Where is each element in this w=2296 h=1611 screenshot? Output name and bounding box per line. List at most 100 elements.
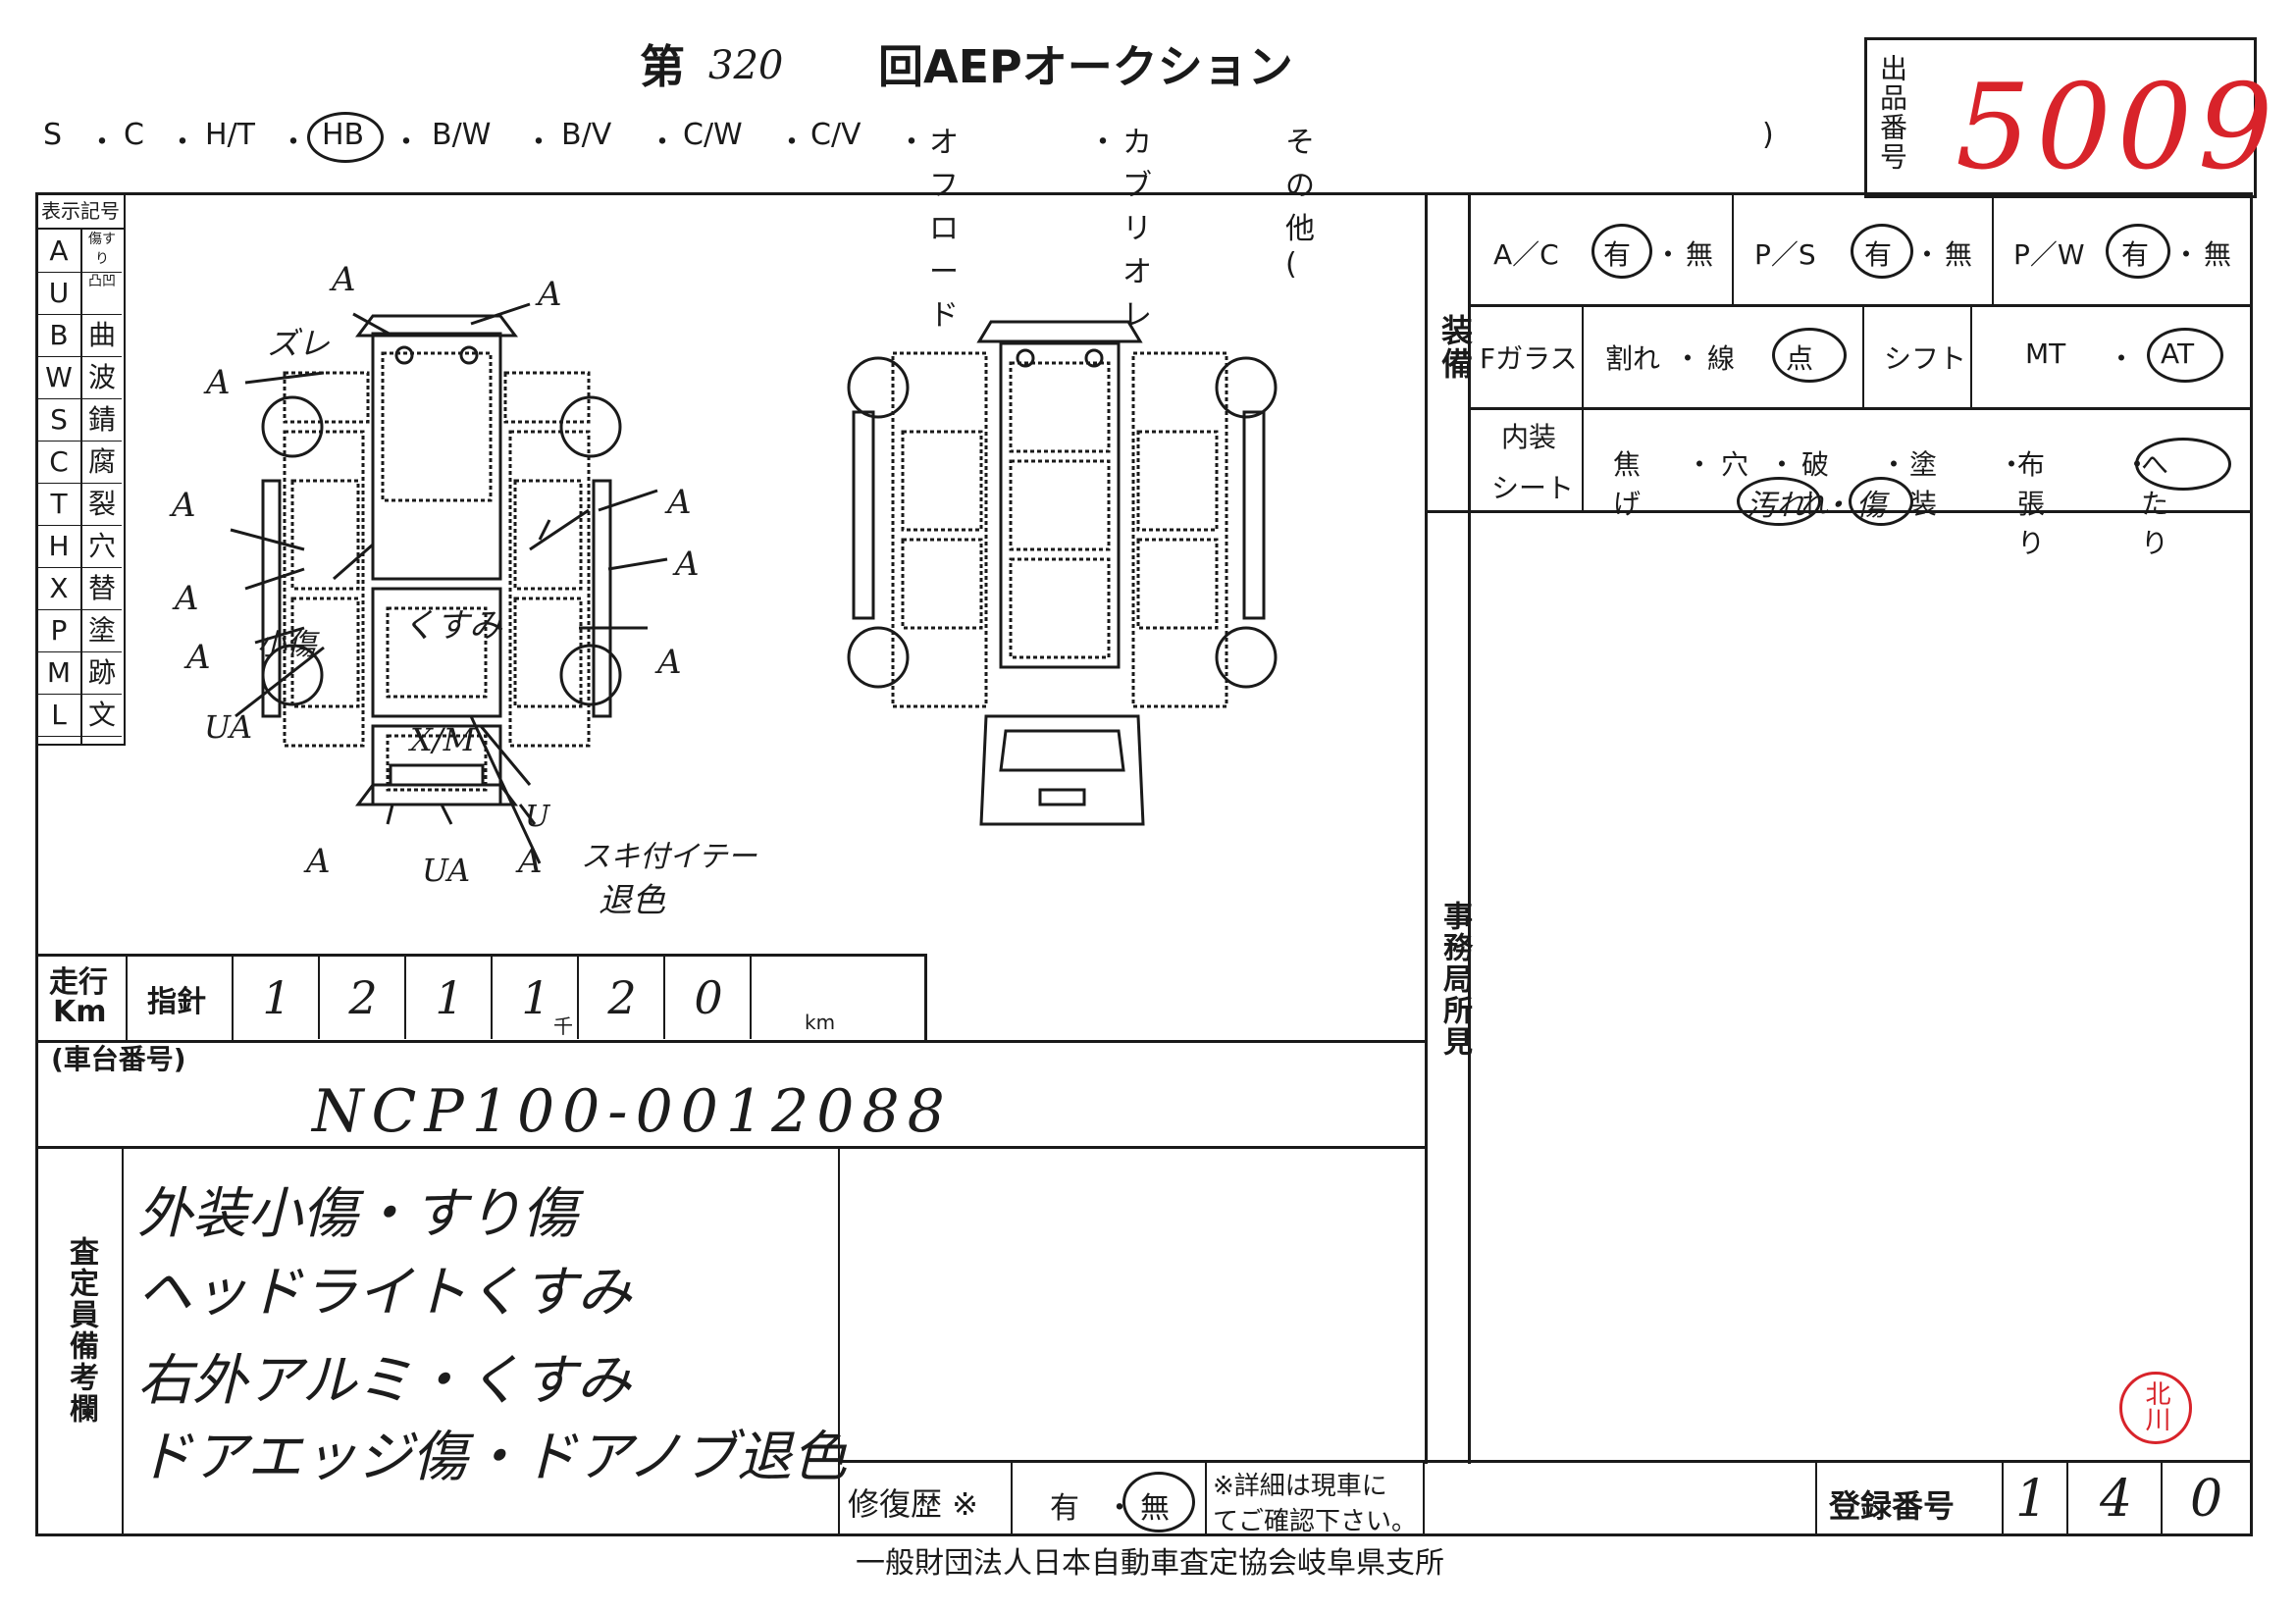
ps-label: P／S [1754,238,1816,271]
scratch-circle [1849,477,1913,526]
note-u: U [525,800,550,834]
dirt-circle [1737,477,1821,526]
body-type-ht: H/T [205,118,255,152]
km-marker: km [805,1011,836,1034]
remark-line: 右外アルミ・くすみ [137,1349,632,1413]
note-a: A [675,545,700,584]
registration-digit: 0 [2190,1470,2223,1529]
equipment-label: 装備 [1436,314,1474,381]
legend-meaning: 文 [87,699,116,731]
sep: ・ [1998,448,2026,481]
legend-code: P [50,614,68,647]
note-a: A [172,486,196,525]
interior-label: 内装 [1501,421,1557,453]
seat-label: シート [1491,472,1575,504]
legend-meaning: 跡 [87,656,116,689]
odometer-digit: 2 [577,957,665,1039]
title-prefix: 第 [640,40,685,93]
footer-organization: 一般財団法人日本自動車査定協会岐阜県支所 [856,1546,1444,1581]
odometer-digit: 0 [663,957,752,1039]
note-zure: ズレ [267,325,331,362]
repair-no-circle [1122,1472,1195,1533]
pw-sep: ・ [2172,238,2201,271]
note-a: A [306,842,331,881]
sep: ・ [1880,448,1908,481]
sheet-frame [35,192,2253,1536]
note-small-scratch: 小傷 [257,628,316,662]
interior-hole: 穴 [1721,448,1749,481]
odometer-digit: 1 [232,957,320,1039]
repair-note: ※詳細は現車に [1213,1472,1387,1501]
lot-number-box: 出品番号 5009 [1864,37,2272,198]
legend-meaning: 凸凹 [88,274,116,289]
odometer-unit: Km [53,995,107,1029]
ps-sep: ・ [1913,238,1942,271]
body-type-s: S [43,118,63,152]
sep: ・ [279,126,308,160]
note-ua: UA [422,852,471,889]
legend-meaning: 替 [87,572,116,604]
damage-diagram [230,302,1278,864]
pw-label: P／W [2013,238,2085,271]
legend-box: 表示記号 [37,194,126,746]
ac-yes-circle [1592,224,1652,279]
ac-label: A／C [1493,238,1559,271]
ps-no: 無 [1945,238,1973,271]
sep: ・ [1088,126,1118,160]
body-type-other-close: ) [1762,118,1774,152]
sep: ・ [1768,448,1797,481]
body-type-other: その他( [1285,126,1315,282]
remark-line: ドアエッジ傷・ドアノブ退色 [137,1426,847,1489]
lot-number: 5009 [1956,60,2279,196]
legend-code: T [50,488,68,520]
legend-meaning: 傷すり [88,232,116,267]
note-a: A [186,638,211,677]
chassis-label: (車台番号) [51,1043,186,1075]
session-number: 320 [708,43,784,88]
ac-no: 無 [1686,238,1714,271]
chassis-number: NCP100-0012088 [312,1077,953,1146]
legend-code: S [50,403,68,436]
legend-meaning: 錆 [87,403,116,436]
auction-title: 回AEPオークション [878,40,1293,93]
body-type-c: C [124,118,144,152]
ps-yes-circle [1851,224,1913,279]
registration-label: 登録番号 [1829,1487,1956,1525]
legend-code: B [49,319,69,351]
fglass-sep: ・ [1674,342,1702,375]
legend-code: H [48,530,70,562]
indicator-label: 指針 [147,985,206,1019]
sep: ・ [87,126,117,160]
legend-code: M [46,656,72,689]
note-kusumi: くすみ [402,606,502,646]
note-a: A [206,363,231,402]
sep: ・ [168,126,197,160]
odometer-digit: 2 [318,957,406,1039]
legend-code: U [48,277,70,309]
office-findings-label: 事務局所見 [1437,901,1472,1058]
fglass-crack: 割れ [1605,342,1661,375]
fglass-label: Fガラス [1480,342,1578,375]
note-a: A [518,842,543,881]
thousand-marker: 千 [553,1014,573,1038]
sep: ・ [1686,448,1714,481]
odometer-label: 走行 [49,965,108,1000]
legend-meaning: 塗 [87,614,116,647]
note-a: A [332,260,356,299]
legend-meaning: 波 [87,361,116,393]
remarks-label: 査定員備考欄 [64,1236,98,1425]
note-a: A [667,483,692,522]
note-fade: 退色 [599,881,665,920]
sep: ・ [897,126,926,160]
remark-line: ヘッドライトくすみ [137,1261,632,1325]
legend-code: C [49,445,69,478]
pw-no: 無 [2204,238,2232,271]
odometer-empty-cell [750,957,926,1039]
